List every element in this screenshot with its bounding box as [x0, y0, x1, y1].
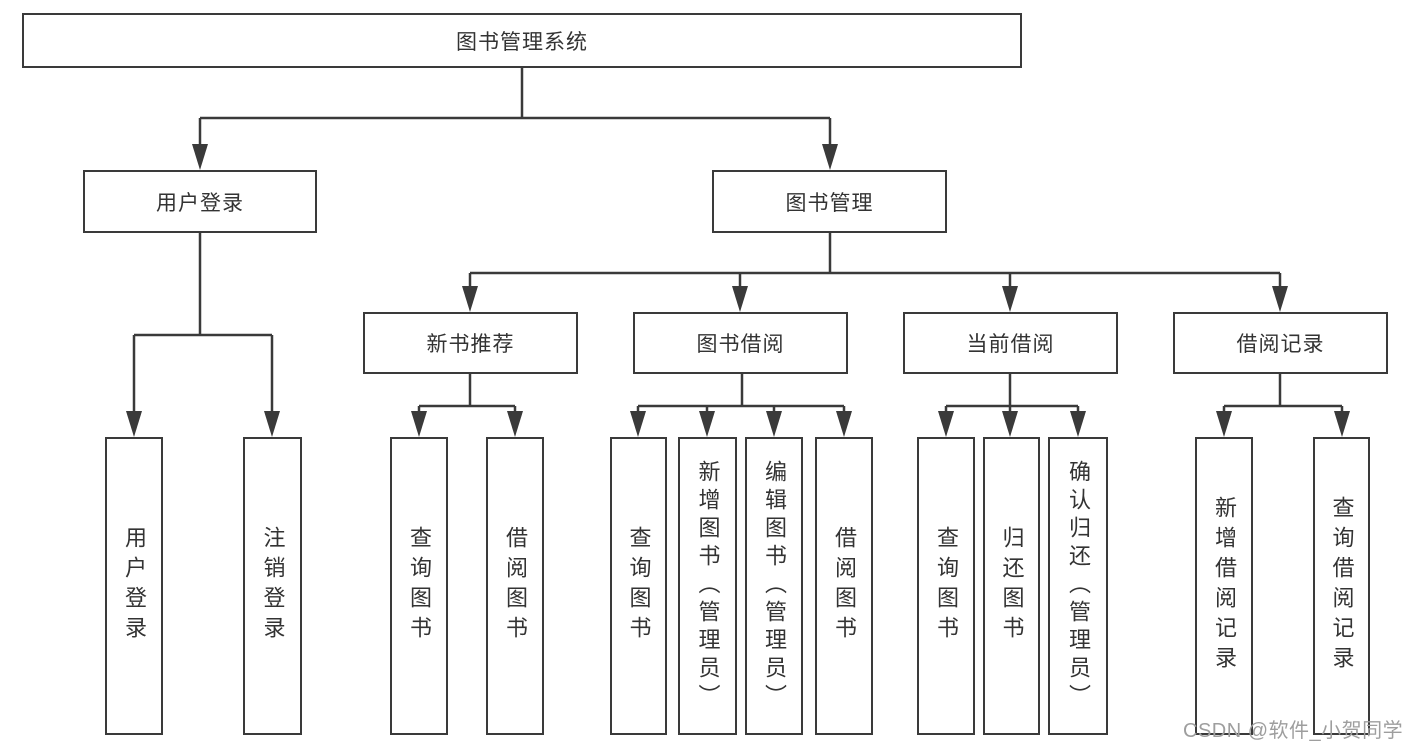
- leaf-label: 查询图书: [934, 526, 959, 646]
- leaf-label: 查询图书: [626, 526, 652, 646]
- node-borrowing-records: 借阅记录: [1173, 312, 1388, 374]
- leaf-label: 查询图书: [407, 526, 432, 646]
- leaf-add-book-admin: 新增图书（管理员）: [678, 437, 737, 735]
- leaf-label: 归还图书: [999, 526, 1025, 646]
- arrowheads: [126, 144, 1350, 437]
- tree-lines: [132, 68, 1344, 413]
- watermark: CSDN @软件_小贺同学: [1183, 720, 1404, 742]
- leaf-borrow-book: 借阅图书: [815, 437, 873, 735]
- leaf-label: 确认归还（管理员）: [1066, 460, 1091, 712]
- node-current-borrowing: 当前借阅: [903, 312, 1118, 374]
- node-label: 用户登录: [156, 191, 244, 215]
- leaf-label: 借阅图书: [832, 526, 857, 646]
- leaf-label: 借阅图书: [503, 526, 528, 646]
- node-label: 新书推荐: [426, 333, 515, 356]
- node-label: 图书管理: [785, 191, 874, 215]
- leaf-return-book: 归还图书: [983, 437, 1040, 735]
- leaf-confirm-return-admin: 确认归还（管理员）: [1048, 437, 1108, 735]
- leaf-edit-book-admin: 编辑图书（管理员）: [745, 437, 803, 735]
- leaf-query-book-recommend: 查询图书: [390, 437, 448, 735]
- leaf-query-book-current: 查询图书: [917, 437, 975, 735]
- leaf-query-book-borrow: 查询图书: [610, 437, 667, 735]
- leaf-query-borrow-record: 查询借阅记录: [1313, 437, 1370, 735]
- node-library-system: 图书管理系统: [22, 13, 1022, 68]
- node-label: 图书管理系统: [456, 30, 588, 54]
- leaf-borrow-book-recommend: 借阅图书: [486, 437, 544, 735]
- leaf-label: 注销登录: [260, 526, 286, 646]
- node-label: 借阅记录: [1236, 333, 1325, 356]
- node-new-book-recommend: 新书推荐: [363, 312, 578, 374]
- leaf-user-login: 用户登录: [105, 437, 163, 735]
- leaf-label: 查询借阅记录: [1329, 496, 1355, 676]
- node-label: 图书借阅: [696, 333, 785, 356]
- leaf-logout: 注销登录: [243, 437, 302, 735]
- node-user-login: 用户登录: [83, 170, 317, 233]
- node-label: 当前借阅: [966, 333, 1055, 356]
- leaf-label: 新增借阅记录: [1212, 496, 1237, 676]
- leaf-label: 用户登录: [122, 526, 147, 646]
- leaf-add-borrow-record: 新增借阅记录: [1195, 437, 1253, 735]
- leaf-label: 新增图书（管理员）: [695, 460, 721, 712]
- leaf-label: 编辑图书（管理员）: [762, 460, 787, 712]
- node-book-borrowing: 图书借阅: [633, 312, 848, 374]
- node-book-management: 图书管理: [712, 170, 947, 233]
